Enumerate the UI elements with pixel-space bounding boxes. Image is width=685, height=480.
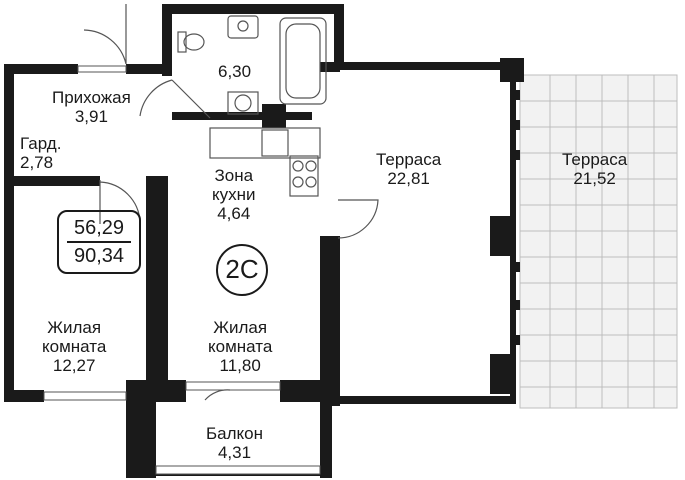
- hallway-name: Прихожая: [52, 88, 131, 107]
- walls: [4, 4, 524, 478]
- terrace-outer-area: 21,52: [573, 169, 616, 188]
- total-area-value: 90,34: [73, 245, 125, 267]
- area-divider: [67, 241, 131, 243]
- entrance-door: [83, 4, 127, 65]
- living-right-name-2: комната: [208, 337, 273, 356]
- terrace-tile-deck: [519, 74, 678, 409]
- living-right-name-1: Жилая: [213, 318, 268, 337]
- living-right-area: 11,80: [219, 356, 261, 375]
- area-summary-box: 56,29 90,34: [57, 210, 141, 274]
- bathroom-door: [139, 79, 211, 119]
- balcony-name: Балкон: [206, 424, 264, 443]
- hallway-area: 3,91: [74, 107, 108, 126]
- kitchen-fixtures: [209, 127, 321, 197]
- label-living-right: Жилая комната 11,80: [208, 318, 272, 375]
- washing-machine: [227, 91, 259, 115]
- kitchen-area: 4,64: [217, 204, 251, 223]
- bathtub: [279, 17, 327, 105]
- label-bathroom: 6,30: [218, 62, 251, 81]
- kitchen-sink: [261, 129, 289, 157]
- balcony-door: [204, 389, 231, 401]
- apartment-type-badge: 2С: [216, 244, 268, 296]
- label-living-left: Жилая комната 12,27: [42, 318, 106, 375]
- label-terrace-inner: Терраса 22,81: [376, 150, 441, 188]
- label-kitchen: Зона кухни 4,64: [212, 166, 256, 223]
- stove: [289, 155, 319, 197]
- sink: [227, 15, 259, 39]
- terrace-outer-name: Терраса: [562, 150, 628, 169]
- terrace-inner-area: 22,81: [387, 169, 430, 188]
- windows: [43, 65, 321, 475]
- label-hallway: Прихожая 3,91: [52, 88, 131, 126]
- toilet: [177, 31, 187, 53]
- living-left-area: 12,27: [52, 356, 96, 375]
- kitchen-counter: [209, 127, 321, 159]
- bathroom-area: 6,30: [218, 62, 252, 81]
- balcony-area: 4,31: [217, 443, 252, 462]
- kitchen-name-1: Зона: [214, 166, 254, 185]
- wardrobe-name: Гард.: [20, 134, 62, 153]
- terrace-inner-name: Терраса: [376, 150, 442, 169]
- terrace-door: [337, 199, 379, 239]
- label-terrace-outer: Терраса 21,52: [562, 150, 627, 188]
- living-area-value: 56,29: [73, 217, 125, 239]
- wardrobe-area: 2,78: [20, 153, 54, 172]
- living-left-name-2: комната: [42, 337, 107, 356]
- label-wardrobe: Гард. 2,78: [20, 134, 61, 172]
- doors: [83, 4, 379, 401]
- living-left-name-1: Жилая: [47, 318, 102, 337]
- label-balcony: Балкон 4,31: [206, 424, 263, 462]
- bathroom-fixtures: [177, 15, 327, 115]
- kitchen-name-2: кухни: [212, 185, 256, 204]
